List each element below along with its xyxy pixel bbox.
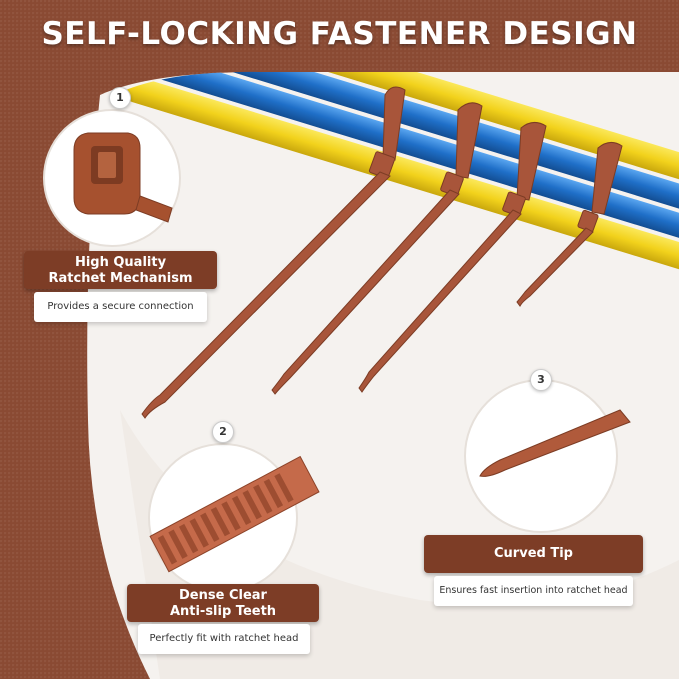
feature-2-number: 2 — [212, 421, 234, 443]
feature-1-number: 1 — [109, 87, 131, 109]
feature-2-title-line1: Dense Clear — [179, 588, 267, 603]
yellow-wire-top — [148, 71, 679, 195]
blue-wire-bottom — [131, 71, 679, 248]
feature-3-title: Curved Tip — [424, 535, 643, 573]
feature-2-title: Dense Clear Anti-slip Teeth — [127, 584, 319, 622]
blue-wire-top — [139, 71, 679, 222]
yellow-wire-bottom — [123, 76, 679, 277]
feature-1-title-line1: High Quality — [74, 255, 167, 270]
feature-1-title: High Quality Ratchet Mechanism — [24, 251, 217, 289]
wires — [123, 71, 679, 277]
feature-2-title-line2: Anti-slip Teeth — [169, 604, 277, 619]
teeth-detail — [148, 443, 320, 593]
cable-ties — [141, 86, 623, 419]
curved-tip-detail — [464, 379, 631, 533]
feature-3-number: 3 — [530, 369, 552, 391]
ratchet-head-detail — [43, 109, 181, 247]
page-title: SELF-LOCKING FASTENER DESIGN — [41, 16, 638, 52]
feature-1-title-line2: Ratchet Mechanism — [48, 271, 193, 286]
feature-2-caption: Perfectly fit with ratchet head — [138, 624, 310, 654]
feature-1-caption: Provides a secure connection — [34, 292, 207, 322]
feature-3-caption: Ensures fast insertion into ratchet head — [434, 576, 633, 606]
